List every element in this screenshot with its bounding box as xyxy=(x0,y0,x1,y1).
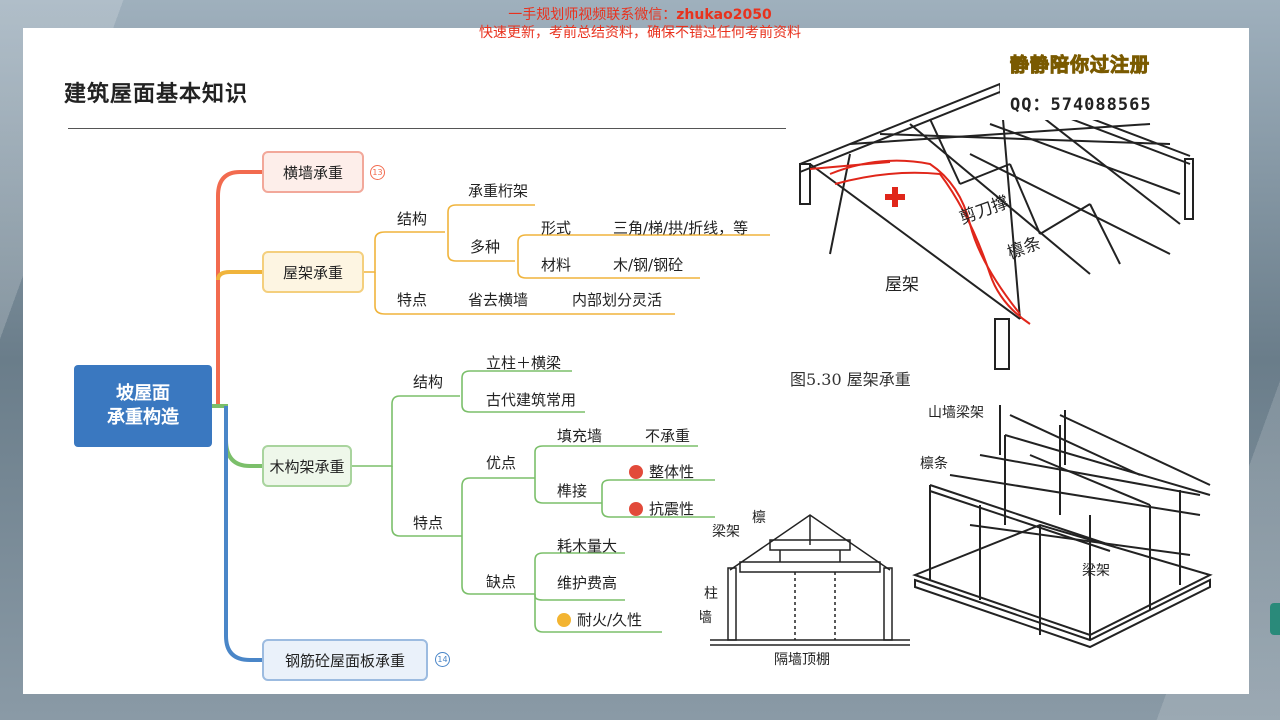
flag-icon xyxy=(629,465,643,479)
watermark: 一手规划师视频联系微信：zhukao2050 快速更新，考前总结资料，确保不错过… xyxy=(0,6,1280,42)
label-frame-beam: 梁架 xyxy=(1082,563,1110,579)
label-scissors-brace: 剪刀撑 xyxy=(957,192,1012,228)
branch-rc-slab-label: 钢筋砼屋面板承重 xyxy=(284,651,405,670)
root-line2: 承重构造 xyxy=(107,407,179,428)
leaf-advantage[interactable]: 优点 xyxy=(486,454,517,472)
root-node[interactable]: 坡屋面 承重构造 xyxy=(74,365,212,447)
leaf-purlin-truss[interactable]: 承重桁架 xyxy=(468,182,529,200)
leaf-non-bearing[interactable]: 不承重 xyxy=(645,427,691,445)
branch-horizontal-wall-label: 横墙承重 xyxy=(282,163,343,182)
leaf-disadvantage[interactable]: 缺点 xyxy=(486,573,517,591)
watermark-wechat: zhukao2050 xyxy=(676,7,772,23)
leaf-fire-text: 耐火/久性 xyxy=(577,611,643,629)
leaf-truss-structure[interactable]: 结构 xyxy=(397,210,428,228)
leaf-integrity-text: 整体性 xyxy=(649,463,695,481)
branch-timber[interactable]: 木构架承重 xyxy=(262,445,352,487)
watermark-line1: 一手规划师视频联系微信： xyxy=(508,7,677,23)
branch-horizontal-wall[interactable]: 横墙承重 xyxy=(262,151,364,193)
leaf-wood-cost[interactable]: 耗木量大 xyxy=(557,537,618,555)
side-tab[interactable] xyxy=(1270,603,1280,635)
badge-13[interactable]: 13 xyxy=(370,165,385,180)
sad-face-icon xyxy=(557,613,571,627)
label-truss: 屋架 xyxy=(885,275,919,295)
section-diagram: 檩 梁架 柱 外墙 隔墙顶棚 xyxy=(700,509,910,668)
connector-rc-slab xyxy=(224,406,262,662)
leaf-form-value[interactable]: 三角/梯/拱/折线，等 xyxy=(613,219,749,237)
title-divider xyxy=(68,128,786,129)
qq-number: QQ：574088565 xyxy=(1010,95,1152,115)
leaf-truss-feature[interactable]: 特点 xyxy=(397,291,428,309)
label-section-ceiling: 隔墙顶棚 xyxy=(774,652,830,668)
leaf-seismic[interactable]: 抗震性 xyxy=(629,498,694,519)
watermark-line2: 快速更新，考前总结资料，确保不错过任何考前资料 xyxy=(479,25,801,41)
slide-title: 建筑屋面基本知识 xyxy=(64,82,249,107)
leaf-column-beam[interactable]: 立柱＋横梁 xyxy=(486,354,562,372)
timber-frame-diagram: 山墙梁架 檩条 梁架 xyxy=(912,405,1213,649)
branch-rc-slab[interactable]: 钢筋砼屋面板承重 xyxy=(262,639,428,681)
label-section-purlin: 檩 xyxy=(752,509,766,526)
flag-icon xyxy=(629,502,643,516)
leaf-timber-feature[interactable]: 特点 xyxy=(413,514,444,532)
leaf-ancient-use[interactable]: 古代建筑常用 xyxy=(486,391,577,409)
leaf-flexible-division[interactable]: 内部划分灵活 xyxy=(572,291,663,309)
qq-overlay-bg xyxy=(1000,44,1200,120)
label-gable-beam: 山墙梁架 xyxy=(928,405,984,421)
leaf-material-value[interactable]: 木/钢/钢砼 xyxy=(613,256,684,274)
label-purlin: 檩条 xyxy=(1005,233,1044,263)
label-section-beam: 梁架 xyxy=(712,524,740,540)
leaf-material-label[interactable]: 材料 xyxy=(541,256,572,274)
truss-caption: 图5.30 屋架承重 xyxy=(790,370,911,389)
branch-truss[interactable]: 屋架承重 xyxy=(262,251,364,293)
branch-truss-label: 屋架承重 xyxy=(282,263,343,282)
leaf-timber-structure[interactable]: 结构 xyxy=(413,373,444,391)
connector-horizontal-wall xyxy=(212,170,262,408)
label-section-column: 柱 xyxy=(704,586,718,602)
leaf-seismic-text: 抗震性 xyxy=(649,500,695,518)
badge-14[interactable]: 14 xyxy=(435,652,450,667)
label-section-outer-wall: 外墙 xyxy=(700,610,712,626)
leaf-form-label[interactable]: 形式 xyxy=(541,219,572,237)
leaf-mortise[interactable]: 榫接 xyxy=(557,482,588,500)
leaf-maintenance[interactable]: 维护费高 xyxy=(557,574,618,592)
leaf-infill-wall[interactable]: 填充墙 xyxy=(557,427,603,445)
leaf-integrity[interactable]: 整体性 xyxy=(629,461,694,482)
branch-timber-label: 木构架承重 xyxy=(269,457,345,476)
label-frame-purlin: 檩条 xyxy=(920,455,948,472)
root-line1: 坡屋面 xyxy=(116,383,170,404)
qq-title: 静静陪你过注册 xyxy=(1009,54,1151,77)
mindmap-connectors xyxy=(212,170,770,662)
leaf-no-cross-wall[interactable]: 省去横墙 xyxy=(468,291,529,309)
leaf-variety[interactable]: 多种 xyxy=(470,238,501,256)
connector-truss xyxy=(216,270,262,281)
leaf-fire[interactable]: 耐火/久性 xyxy=(557,609,642,630)
connector-timber xyxy=(212,404,262,468)
